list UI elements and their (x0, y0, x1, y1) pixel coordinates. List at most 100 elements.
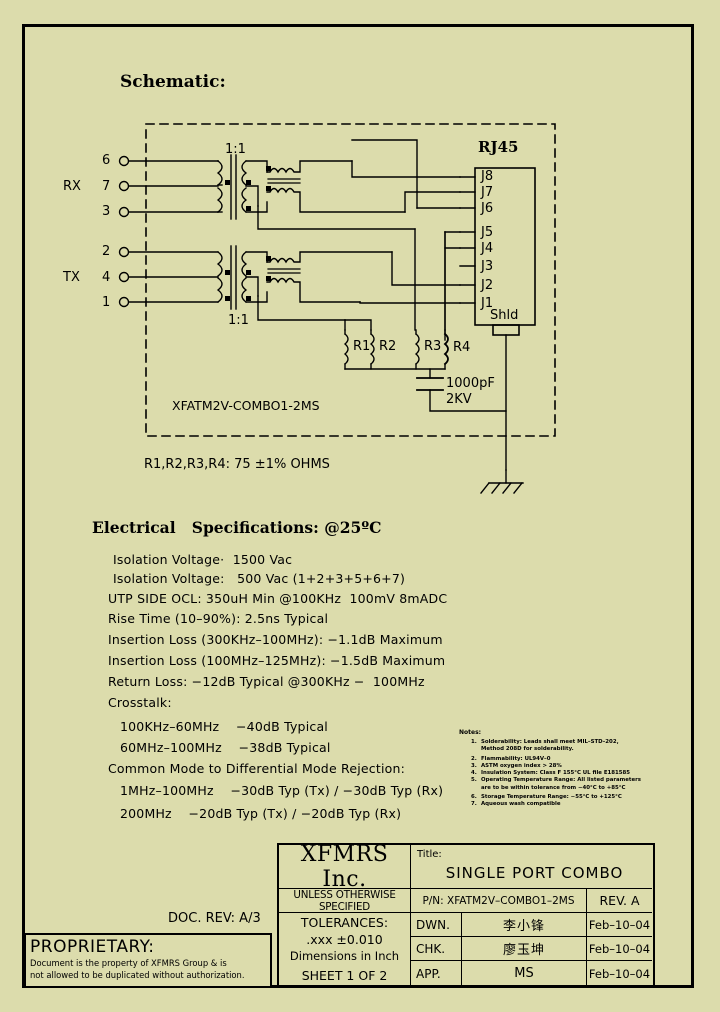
electrical-heading: Electrical Specifications: @25ºC (92, 518, 382, 537)
module-boundary (145, 123, 556, 437)
note-item: 3. ASTM oxygen index > 28% (471, 763, 674, 770)
spec-line-crosstalk-2: 60MHz–100MHz −38dB Typical (120, 740, 331, 755)
spec-line-crosstalk-heading: Crosstalk: (108, 695, 172, 710)
notes-title: Notes: (459, 729, 482, 736)
spec-line-isolation-1500: Isolation Voltage· 1500 Vac (113, 552, 293, 567)
tolerances-cell: TOLERANCES: .xxx ±0.010 Dimensions in In… (279, 913, 411, 986)
rj45-pin-j5: J5 (481, 225, 494, 240)
rj45-pin-j1: J1 (481, 296, 494, 311)
note-item: 2. Flammability: UL94V–0 (471, 756, 674, 763)
note-item: 1. Solderability: Leads shall meet MIL–S… (471, 739, 674, 746)
note-item: 5. Operating Temperature Range: All list… (471, 777, 674, 784)
resistor-tolerance-note: R1,R2,R3,R4: 75 ±1% OHMS (144, 457, 330, 472)
signoff-table: DWN. 李小锋 Feb–10–04 CHK. 廖玉坤 Feb–10–04 (411, 913, 652, 986)
note-number (471, 746, 481, 753)
spec-line-ocl: UTP SIDE OCL: 350uH Min @100KHz 100mV 8m… (108, 591, 448, 606)
revision-cell: REV. A (587, 889, 652, 913)
company-name: XFMRS Inc. (300, 845, 389, 889)
signoff-signature: 李小锋 (502, 919, 545, 934)
spec-line-return-loss: Return Loss: −12dB Typical @300KHz − 100… (108, 674, 425, 689)
part-number: P/N: XFATM2V–COMBO1–2MS (422, 894, 575, 907)
table-row: DWN. 李小锋 Feb–10–04 (411, 913, 652, 937)
signoff-role-dwn: DWN. (411, 913, 462, 937)
signoff-date-app: Feb–10–04 (587, 961, 652, 986)
note-text: Method 208D for solderability. (481, 746, 574, 753)
resistor-label-r1: R1 (353, 339, 371, 354)
group-label-tx: TX (63, 270, 80, 285)
resistor-label-r3: R3 (424, 339, 442, 354)
note-number: 7. (471, 801, 477, 808)
note-number: 3. (471, 762, 477, 769)
proprietary-box: PROPRIETARY: Document is the property of… (24, 933, 272, 988)
note-text: Storage Temperature Range: −55°C to +125… (481, 794, 622, 801)
note-item: 7. Aqueous wash compatible (471, 801, 674, 808)
rj45-label: RJ45 (478, 138, 519, 156)
note-number: 5. (471, 777, 477, 784)
rj45-shield-label: Shld (490, 308, 519, 323)
signoff-role-app: APP. (411, 961, 462, 986)
spec-line-cmrr-heading: Common Mode to Differential Mode Rejecti… (108, 761, 406, 776)
note-number: 4. (471, 770, 477, 777)
unless-otherwise-specified-cell: UNLESS OTHERWISE SPECIFIED (279, 889, 411, 913)
title-block: XFMRS Inc. Title: SINGLE PORT COMBO UNLE… (277, 843, 655, 988)
signoff-name-chk: 廖玉坤 (462, 937, 587, 961)
capacitor-rating: 2KV (446, 392, 472, 407)
pin-number-1: 1 (102, 295, 111, 310)
note-text: Aqueous wash compatible (481, 801, 561, 808)
rj45-pin-j6: J6 (481, 201, 494, 216)
tolerance-value: .xxx ±0.010 (306, 932, 383, 947)
signoff-signature: MS (514, 966, 534, 981)
table-row: CHK. 廖玉坤 Feb–10–04 (411, 937, 652, 961)
title-label: Title: (417, 849, 442, 860)
note-text: Solderability: Leads shall meet MIL–STD–… (481, 739, 619, 745)
transformer-ratio-top: 1:1 (225, 142, 246, 157)
pin-number-2: 2 (102, 244, 111, 259)
spec-line-rise-time: Rise Time (10–90%): 2.5ns Typical (108, 611, 329, 626)
sheet-number: SHEET 1 OF 2 (301, 968, 388, 983)
tolerances-label: TOLERANCES: (300, 915, 389, 930)
note-number: 2. (471, 755, 477, 762)
signoff-date-chk: Feb–10–04 (587, 937, 652, 961)
pin-number-6: 6 (102, 153, 111, 168)
dimensions-units: Dimensions in Inch (289, 949, 400, 963)
spec-line-crosstalk-1: 100KHz–60MHz −40dB Typical (120, 719, 328, 734)
note-number (471, 785, 481, 792)
spec-line-isolation-500: Isolation Voltage: 500 Vac (1+2+3+5+6+7) (113, 571, 406, 586)
transformer-ratio-bottom: 1:1 (228, 313, 249, 328)
notes-block: Notes: 1. Solderability: Leads shall mee… (459, 729, 674, 809)
rj45-pin-j3: J3 (481, 259, 494, 274)
proprietary-line-1: Document is the property of XFMRS Group … (30, 958, 227, 968)
date-value: Feb–10–04 (588, 966, 651, 981)
capacitor-value: 1000pF (446, 376, 495, 391)
spec-line-insertion-loss-1: Insertion Loss (300KHz–100MHz): −1.1dB M… (108, 632, 443, 647)
doc-rev: DOC. REV: A/3 (168, 911, 261, 926)
note-text: Insulation System: Class F 155°C UL file… (481, 770, 631, 777)
spec-line-cmrr-2: 200MHz −20dB Typ (Tx) / −20dB Typ (Rx) (120, 806, 402, 821)
note-number: 1. (471, 739, 477, 745)
note-item: 4. Insulation System: Class F 155°C UL f… (471, 770, 674, 777)
resistor-label-r4: R4 (453, 340, 471, 355)
note-text: Operating Temperature Range: All listed … (481, 777, 641, 784)
note-text: Flammability: UL94V–0 (481, 755, 551, 762)
note-number: 6. (471, 794, 477, 801)
note-item: Method 208D for solderability. (471, 746, 674, 753)
group-label-rx: RX (63, 179, 81, 194)
signoff-signature: 廖玉坤 (502, 943, 545, 958)
revision: REV. A (599, 893, 640, 908)
table-row: APP. MS Feb–10–04 (411, 961, 652, 986)
note-item: 6. Storage Temperature Range: −55°C to +… (471, 794, 674, 801)
date-value: Feb–10–04 (588, 917, 651, 932)
company-cell: XFMRS Inc. (279, 845, 411, 889)
rj45-pin-j8: J8 (481, 169, 494, 184)
title-value: SINGLE PORT COMBO (445, 863, 624, 882)
title-cell: Title: SINGLE PORT COMBO (411, 845, 652, 889)
signoff-name-app: MS (462, 961, 587, 986)
signoff-date-dwn: Feb–10–04 (587, 913, 652, 937)
rj45-pin-j4: J4 (481, 241, 494, 256)
pin-number-4: 4 (102, 270, 111, 285)
pin-number-7: 7 (102, 179, 111, 194)
signoff-role-chk: CHK. (411, 937, 462, 961)
part-number-cell: P/N: XFATM2V–COMBO1–2MS (411, 889, 587, 913)
